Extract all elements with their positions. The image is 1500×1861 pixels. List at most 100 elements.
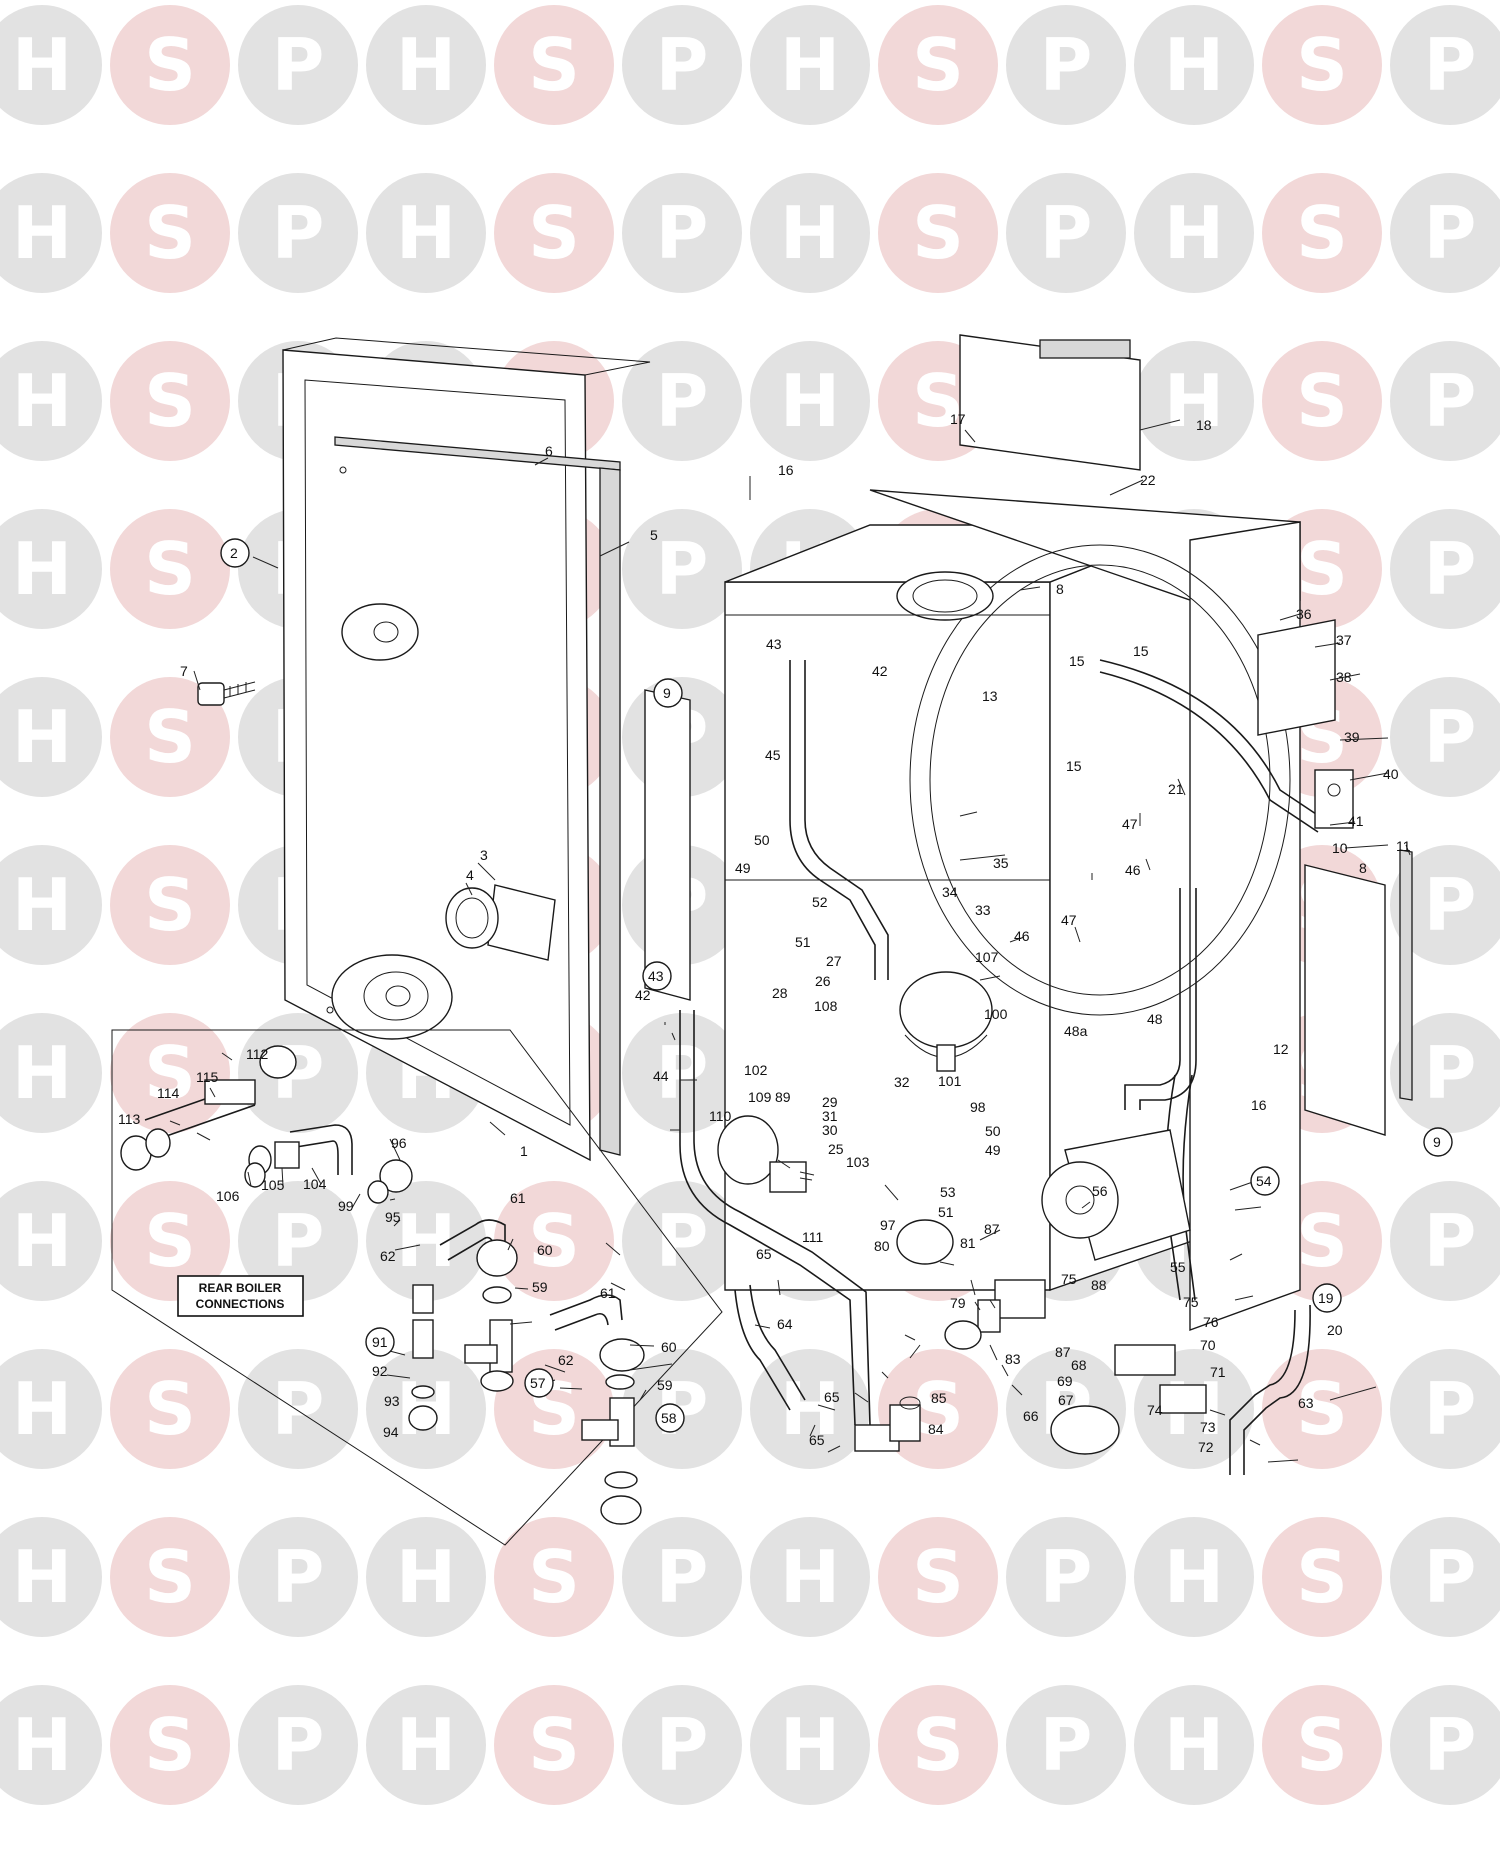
part-label: 79: [950, 1295, 966, 1311]
watermark-circle: [1390, 173, 1500, 293]
part-label: 43: [766, 636, 782, 652]
part-label: 62: [558, 1352, 574, 1368]
watermark-letter: H: [12, 1535, 72, 1619]
watermark-letter: P: [1040, 1703, 1093, 1787]
part-label: 59: [657, 1377, 673, 1393]
rear-box-title-frame: [177, 1275, 304, 1317]
watermark-letter: P: [1424, 863, 1477, 947]
part-label: 76: [1203, 1314, 1219, 1330]
control-unit: [1314, 769, 1354, 829]
part-label: 80: [874, 1238, 890, 1254]
part-label: 8: [1056, 581, 1064, 597]
watermark-letter: P: [1424, 191, 1477, 275]
part-callout-circle: [524, 1368, 554, 1398]
watermark-letter: H: [12, 359, 72, 443]
watermark-letter: S: [144, 527, 196, 611]
part-label: 87: [984, 1221, 1000, 1237]
part-label: 73: [1200, 1419, 1216, 1435]
watermark-circle: [1006, 1685, 1126, 1805]
watermark-letter: H: [12, 1031, 72, 1115]
part-label: 108: [814, 998, 838, 1014]
watermark-letter: S: [144, 1535, 196, 1619]
part-label: 74: [1147, 1402, 1163, 1418]
watermark-letter: S: [528, 1703, 580, 1787]
watermark-circle: [1262, 173, 1382, 293]
watermark-letter: H: [1164, 359, 1224, 443]
watermark-circle: [878, 1517, 998, 1637]
watermark-letter: S: [144, 863, 196, 947]
watermark-letter: H: [12, 863, 72, 947]
part-label: 112: [246, 1046, 269, 1062]
watermark-letter: P: [272, 1703, 325, 1787]
watermark-circle: [622, 173, 742, 293]
watermark-circle: [1262, 5, 1382, 125]
part-label: 57: [530, 1375, 546, 1391]
watermark-letter: H: [1164, 1535, 1224, 1619]
watermark-circle: [366, 1517, 486, 1637]
watermark-letter: P: [656, 23, 709, 107]
watermark-circle: [1262, 1349, 1382, 1469]
watermark-circle: [110, 1685, 230, 1805]
watermark-circle: [0, 1349, 102, 1469]
pump-assembly: [1041, 1129, 1191, 1261]
watermark-circle: [1134, 173, 1254, 293]
watermark-circle: [110, 845, 230, 965]
watermark-circle: [238, 173, 358, 293]
part-label: 63: [1298, 1395, 1314, 1411]
part-callout-circle: [653, 678, 683, 708]
watermark-letter: P: [272, 23, 325, 107]
part-callout-circle: [365, 1327, 395, 1357]
part-label: 26: [815, 973, 831, 989]
watermark-letter: P: [272, 1199, 325, 1283]
watermark-circle: [1390, 1013, 1500, 1133]
part-labels: 1 2 3 4 5 6 7 8 8 9 9 10 11 12 13 15 15 …: [118, 411, 1453, 1455]
watermark-circle: [1006, 1517, 1126, 1637]
part-label: 61: [600, 1285, 616, 1301]
watermark-circle: [0, 1517, 102, 1637]
part-label: 15: [1066, 758, 1082, 774]
part-label: 104: [303, 1176, 327, 1192]
watermark-letter: S: [1296, 1535, 1348, 1619]
part-label: 2: [230, 545, 238, 561]
watermark-letter: P: [656, 527, 709, 611]
part-callout-circle: [220, 538, 250, 568]
watermark-letter: H: [12, 695, 72, 779]
part-label: 31: [822, 1108, 838, 1124]
watermark-circle: [238, 1013, 358, 1133]
part-label: 87: [1055, 1344, 1071, 1360]
pipework: [679, 659, 1326, 1475]
part-label: 102: [744, 1062, 768, 1078]
watermark-circle: [0, 5, 102, 125]
watermark-letter: P: [1424, 1535, 1477, 1619]
part-label: 35: [993, 855, 1009, 871]
part-callout-circle: [1250, 1166, 1280, 1196]
part-label: 37: [1336, 632, 1352, 648]
part-label: 29: [822, 1094, 838, 1110]
watermark-circle: [1390, 677, 1500, 797]
watermark-circle: [0, 341, 102, 461]
part-label: 52: [812, 894, 828, 910]
part-label: 46: [1014, 928, 1030, 944]
watermark-circle: [238, 1517, 358, 1637]
watermark-letter: H: [780, 359, 840, 443]
watermark-letter: S: [1296, 1703, 1348, 1787]
watermark-letter: S: [144, 1199, 196, 1283]
watermark-letter: P: [1040, 1535, 1093, 1619]
part-label: 58: [661, 1410, 677, 1426]
part-label: 16: [778, 462, 794, 478]
part-label: 18: [1196, 417, 1212, 433]
watermark-letter: P: [1040, 23, 1093, 107]
part-label: 97: [880, 1217, 896, 1233]
watermark-letter: H: [780, 1703, 840, 1787]
sight-glass-assembly: [445, 884, 556, 961]
part-label: 39: [1344, 729, 1360, 745]
watermark-circle: [494, 1685, 614, 1805]
part-label: 15: [1069, 653, 1085, 669]
watermark-letter: S: [1296, 359, 1348, 443]
part-label: 62: [380, 1248, 396, 1264]
watermark-letter: P: [272, 1535, 325, 1619]
watermark-letter: S: [528, 1199, 580, 1283]
part-label: 66: [1023, 1408, 1039, 1424]
watermark-letter: P: [656, 191, 709, 275]
part-label: 7: [180, 663, 188, 679]
